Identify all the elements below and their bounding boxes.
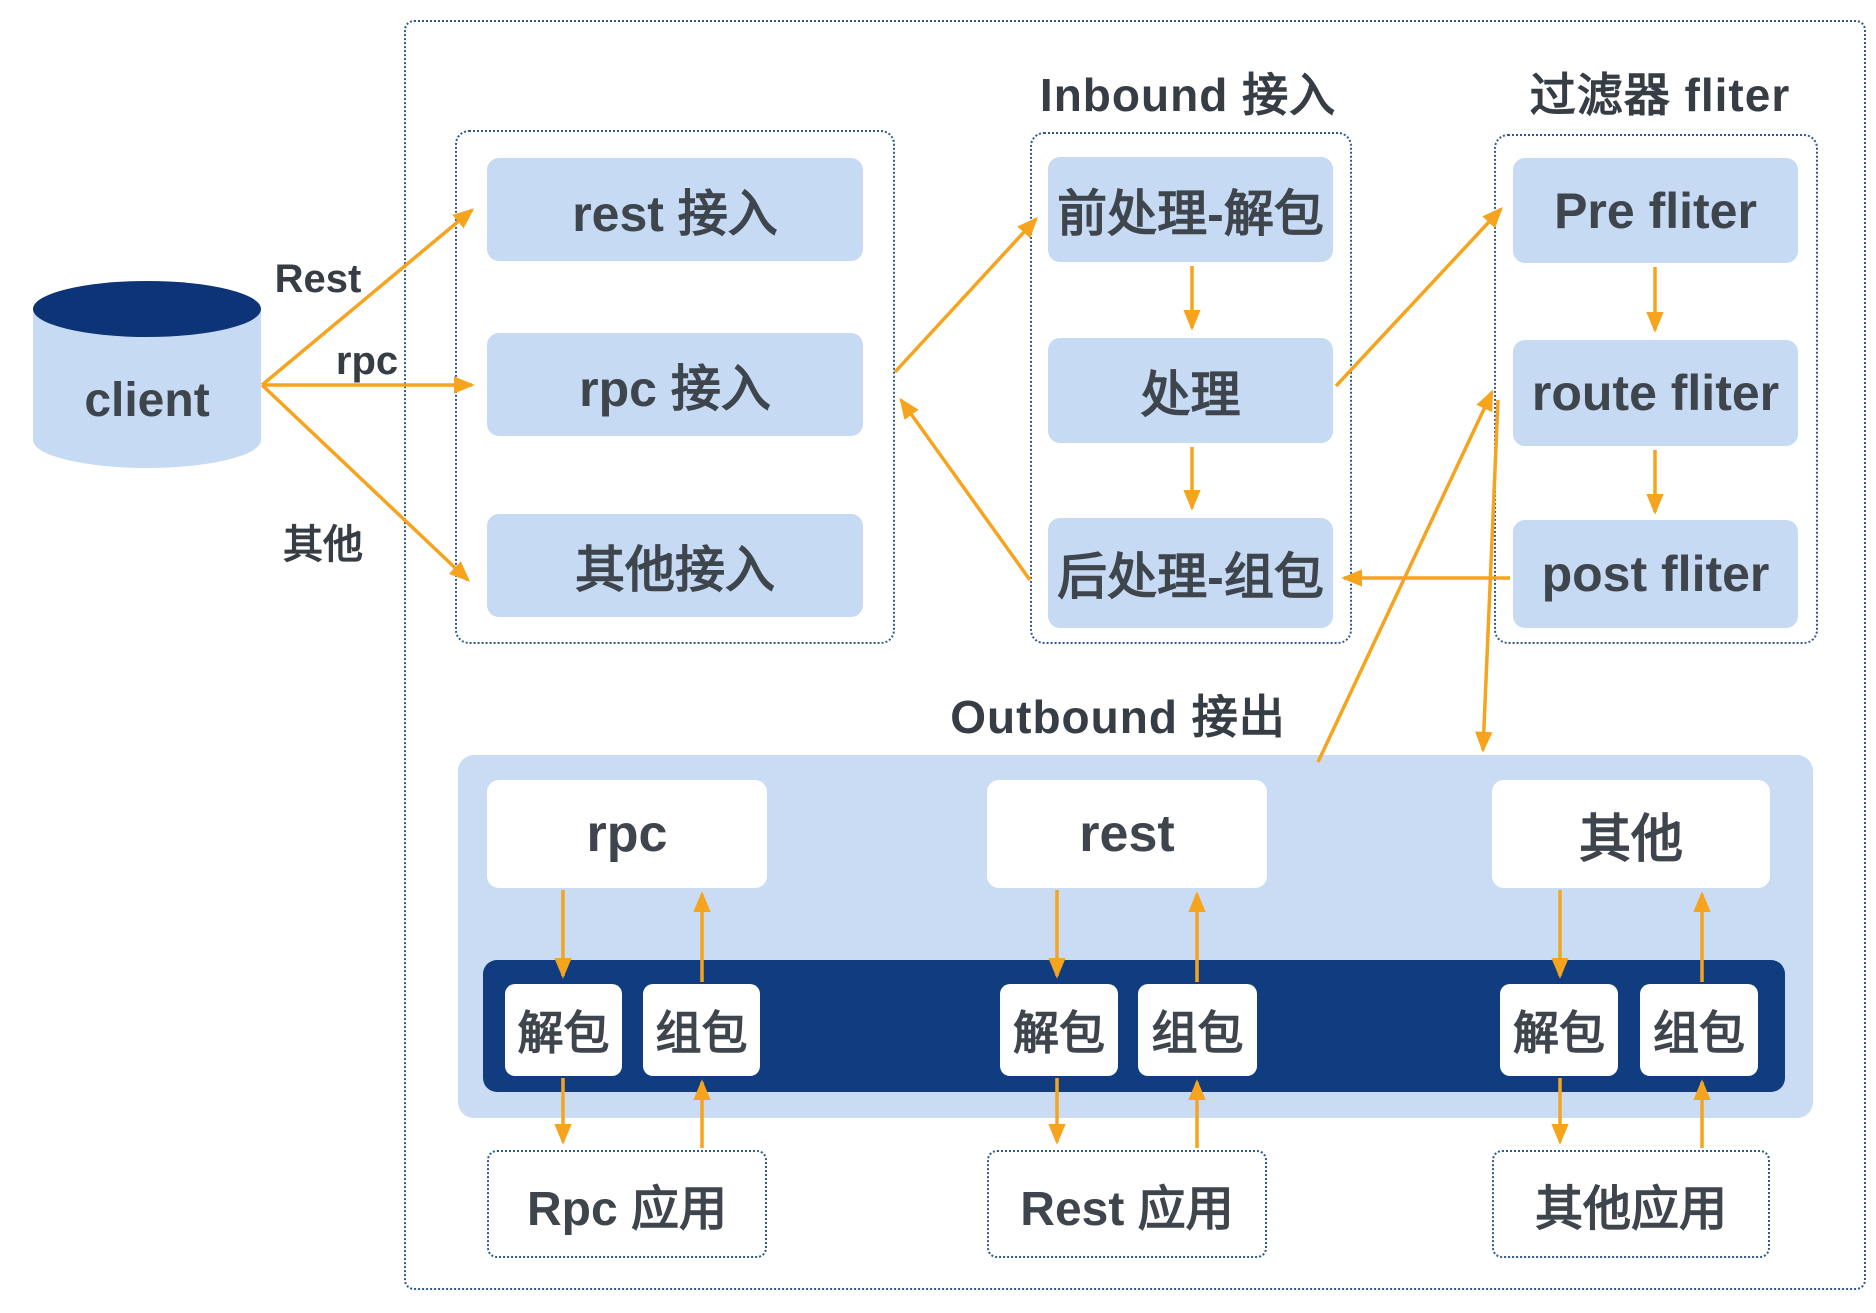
other-pack-box: 组包 [1640,984,1758,1076]
node-rest-access: rest 接入 [487,158,863,261]
node-rpc-access: rpc 接入 [487,333,863,436]
other-unpack-box: 解包 [1500,984,1618,1076]
rest-pack-box: 组包 [1138,984,1257,1076]
edge-label-other: 其他 [283,523,363,567]
app-other: 其他应用 [1492,1150,1770,1258]
inbound-group-box [1030,132,1352,644]
node-post-filter: post fliter [1513,520,1798,628]
filter-group-box [1494,134,1818,644]
rpc-pack-box: 组包 [643,984,760,1076]
node-other-access: 其他接入 [487,514,863,617]
channel-rpc: rpc [487,780,767,888]
edge-label-rest: Rest [274,256,362,301]
outbound-title: Outbound 接出 [950,691,1286,743]
inbound-title: Inbound 接入 [1039,69,1337,121]
node-process: 处理 [1048,338,1333,443]
node-pre-filter: Pre fliter [1513,158,1798,263]
rest-unpack-box: 解包 [1000,984,1118,1076]
rpc-unpack-box: 解包 [505,984,622,1076]
client-node: client [33,281,261,468]
cylinder-bottom [33,412,261,468]
client-label: client [84,374,210,427]
node-route-filter: route fliter [1513,340,1798,446]
node-pre-unpack: 前处理-解包 [1048,157,1333,262]
node-post-pack: 后处理-组包 [1048,518,1333,628]
app-rpc: Rpc 应用 [487,1150,767,1258]
edge-label-rpc: rpc [335,338,399,383]
gateway-boundary [404,20,1866,1290]
channel-other: 其他 [1492,780,1770,888]
cylinder-top [33,281,261,337]
app-rest: Rest 应用 [987,1150,1267,1258]
filter-title: 过滤器 fliter [1529,69,1791,121]
channel-rest: rest [987,780,1267,888]
